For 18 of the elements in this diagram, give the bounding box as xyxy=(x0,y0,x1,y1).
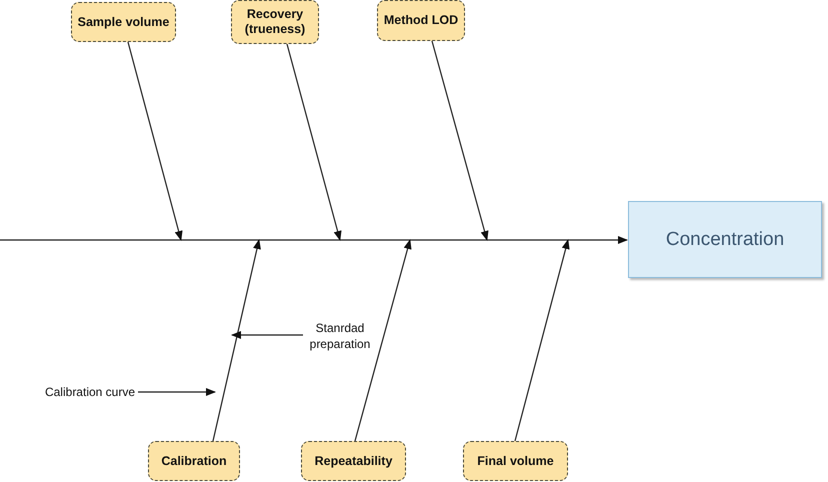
arrow xyxy=(231,331,303,339)
arrow xyxy=(514,239,570,442)
cause-box: Recovery (trueness) xyxy=(231,0,319,44)
arrow xyxy=(286,44,342,241)
cause-box: Sample volume xyxy=(71,2,176,42)
spine-arrow xyxy=(0,236,628,244)
arrow xyxy=(354,239,412,442)
arrow xyxy=(212,239,261,442)
sub-cause-label: Calibration curve xyxy=(40,384,140,401)
cause-box: Final volume xyxy=(463,441,568,481)
arrow xyxy=(431,40,488,241)
cause-box: Repeatability xyxy=(301,441,406,481)
effect-box: Concentration xyxy=(628,201,822,278)
arrow xyxy=(127,42,183,241)
arrow xyxy=(138,388,216,396)
cause-box: Method LOD xyxy=(377,0,465,41)
sub-cause-label: Stanrdad preparation xyxy=(300,321,380,353)
cause-box: Calibration xyxy=(148,441,240,481)
